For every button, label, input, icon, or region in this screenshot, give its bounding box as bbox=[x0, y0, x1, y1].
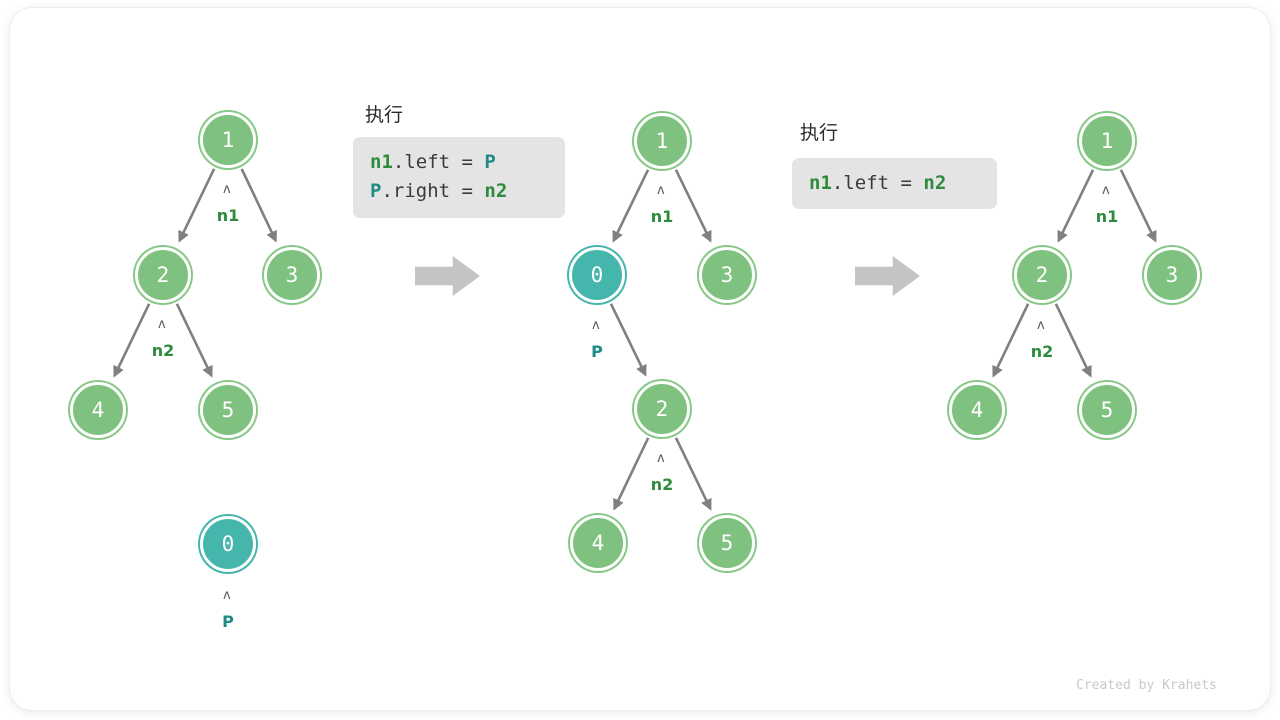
tree-node: 2 bbox=[634, 381, 690, 437]
tree-node: 4 bbox=[570, 515, 626, 571]
pointer-label: n1 bbox=[650, 207, 674, 226]
code-token: n2 bbox=[923, 172, 947, 194]
pointer-caret-icon: ʌ bbox=[223, 588, 231, 603]
tree-node: 3 bbox=[699, 247, 755, 303]
credit-text: Created by Krahets bbox=[1076, 678, 1217, 693]
code-line: P.right = n2 bbox=[370, 177, 548, 206]
tree-node: 4 bbox=[949, 382, 1005, 438]
code-block: n1.left = n2 bbox=[792, 158, 997, 210]
pointer-caret-icon: ʌ bbox=[1037, 318, 1045, 333]
tree-node: 1 bbox=[200, 112, 256, 168]
pointer-label: P bbox=[222, 612, 234, 631]
tree-node: 1 bbox=[1079, 113, 1135, 169]
tree-node: 5 bbox=[699, 515, 755, 571]
pointer-caret-icon: ʌ bbox=[1102, 183, 1110, 198]
code-token: P bbox=[484, 151, 496, 173]
code-line: n1.left = n2 bbox=[809, 169, 980, 198]
tree-node: 5 bbox=[200, 382, 256, 438]
pointer-caret-icon: ʌ bbox=[158, 317, 166, 332]
tree-node: 3 bbox=[1144, 247, 1200, 303]
code-line: n1.left = P bbox=[370, 148, 548, 177]
pointer-caret-icon: ʌ bbox=[657, 183, 665, 198]
pointer-caret-icon: ʌ bbox=[657, 451, 665, 466]
pointer-label: n2 bbox=[650, 475, 674, 494]
code-token: n2 bbox=[484, 180, 508, 203]
pointer-label: n1 bbox=[1095, 207, 1119, 226]
code-token: .left = bbox=[392, 151, 485, 173]
tree-node: 0 bbox=[200, 516, 256, 572]
tree-node: 2 bbox=[135, 247, 191, 303]
tree-node: 3 bbox=[264, 247, 320, 303]
pointer-caret-icon: ʌ bbox=[223, 182, 231, 197]
tree-node: 2 bbox=[1014, 247, 1070, 303]
code-token: .left = bbox=[831, 172, 924, 194]
pointer-label: n1 bbox=[216, 206, 240, 225]
pointer-label: n2 bbox=[151, 341, 175, 360]
tree-node: 0 bbox=[569, 247, 625, 303]
pointer-label: P bbox=[591, 342, 603, 361]
tree-node: 4 bbox=[70, 382, 126, 438]
tree-node: 5 bbox=[1079, 382, 1135, 438]
code-token: .right = bbox=[381, 180, 485, 203]
tree-node: 1 bbox=[634, 113, 690, 169]
code-token: n1 bbox=[370, 151, 393, 173]
step-title: 执行 bbox=[365, 104, 404, 126]
code-token: P bbox=[370, 180, 382, 203]
pointer-caret-icon: ʌ bbox=[592, 318, 600, 333]
step-title: 执行 bbox=[800, 122, 839, 144]
code-token: n1 bbox=[809, 172, 832, 194]
pointer-label: n2 bbox=[1030, 342, 1054, 361]
